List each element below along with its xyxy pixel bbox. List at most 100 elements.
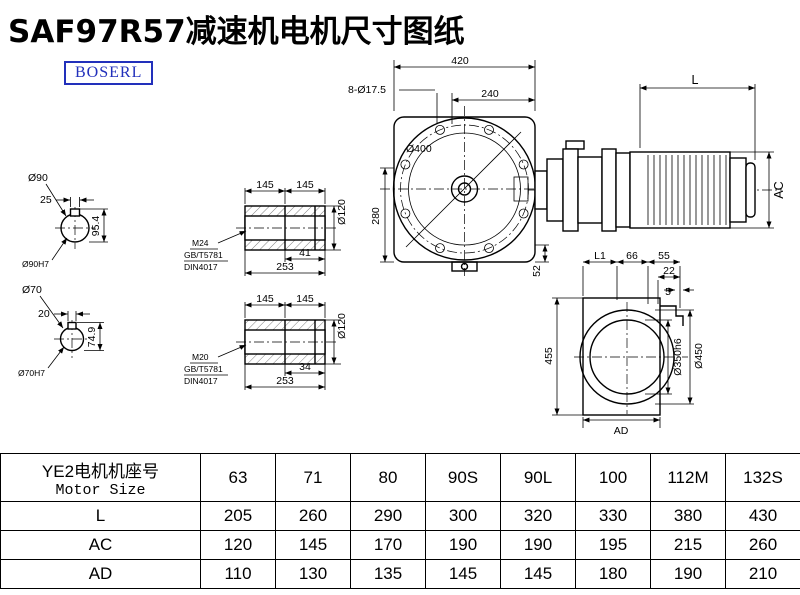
dim-m24-len1: 145 xyxy=(256,179,274,191)
table-cell: 320 xyxy=(500,501,576,531)
shaft-end-view-90: Ø90 25 95.4 Ø90H7 xyxy=(22,172,108,269)
dimension-table: YE2电机机座号 Motor Size 63 71 80 90S 90L 100… xyxy=(0,453,800,589)
table-cell: 205 xyxy=(200,501,276,531)
table-cell: 145 xyxy=(275,530,351,560)
row-label: AC xyxy=(0,530,201,560)
boserl-logo: BOSERL xyxy=(64,61,154,85)
dim-m24-depth: 41 xyxy=(299,247,311,259)
shaft-end-view-70: Ø70 20 74.9 Ø70H7 xyxy=(18,284,104,378)
flange-spigot-circle xyxy=(589,319,665,395)
dim-shaft70-key-height: 74.9 xyxy=(86,327,98,348)
dim-shaft70-key-width: 20 xyxy=(38,308,50,320)
dim-flange-width: AD xyxy=(614,425,629,437)
table-cell: 260 xyxy=(725,530,800,560)
bolt-hole xyxy=(435,124,445,135)
table-cell: 180 xyxy=(575,559,651,589)
bolt-hole xyxy=(400,159,411,170)
table-cell: 110 xyxy=(200,559,276,589)
shaft-90-keyway xyxy=(69,208,81,217)
dim-flange-55: 55 xyxy=(658,250,670,262)
bolt-hole xyxy=(518,159,529,170)
dim-m20-depth: 34 xyxy=(299,361,311,373)
col-header: 90L xyxy=(500,453,576,502)
col-header: 90S xyxy=(425,453,501,502)
dim-front-inner-width: 240 xyxy=(481,88,499,100)
dim-front-thickness: 52 xyxy=(531,265,543,277)
dim-flange-spigot: Ø350h6 xyxy=(672,338,684,376)
dim-flange-outer: Ø450 xyxy=(693,343,705,369)
col-header: 132S xyxy=(725,453,800,502)
dim-front-width: 420 xyxy=(451,55,469,67)
dim-m20-len2: 145 xyxy=(296,293,314,305)
table-cell: 145 xyxy=(425,559,501,589)
dim-m24-total: 253 xyxy=(276,261,294,273)
page-title: SAF97R57减速机电机尺寸图纸 xyxy=(8,14,465,50)
dim-m20-std1: GB/T5781 xyxy=(184,364,223,374)
col-header: 80 xyxy=(350,453,426,502)
motor-side-view: L AC xyxy=(528,73,786,232)
table-cell: 290 xyxy=(350,501,426,531)
dim-shaft70-diameter: Ø70 xyxy=(22,284,42,296)
row-label: L xyxy=(0,501,201,531)
dim-m20-diameter: Ø120 xyxy=(336,313,348,339)
dim-motor-height: AC xyxy=(772,181,786,198)
motor-size-header-cell: YE2电机机座号 Motor Size xyxy=(0,453,201,502)
hollow-shaft-view-m24: 145 145 Ø120 M24 GB/T5781 DIN4017 41 253 xyxy=(184,179,348,276)
table-cell: 120 xyxy=(200,530,276,560)
table-cell: 330 xyxy=(575,501,651,531)
bolt-hole xyxy=(484,124,494,135)
flange-outer-circle xyxy=(579,309,675,405)
table-cell: 190 xyxy=(650,559,726,589)
dim-flange-22: 22 xyxy=(663,265,675,277)
col-header: 63 xyxy=(200,453,276,502)
table-cell: 195 xyxy=(575,530,651,560)
table-cell: 430 xyxy=(725,501,800,531)
technical-drawing: Ø90 25 95.4 Ø90H7 Ø70 20 74.9 Ø70H7 xyxy=(18,55,786,437)
fan-cover xyxy=(745,162,756,218)
dim-m24-std1: GB/T5781 xyxy=(184,250,223,260)
dim-shaft70-bore: Ø70H7 xyxy=(18,368,45,378)
col-header: 112M xyxy=(650,453,726,502)
dim-m24-len2: 145 xyxy=(296,179,314,191)
dim-m24-std2: DIN4017 xyxy=(184,262,218,272)
table-cell: 210 xyxy=(725,559,800,589)
dim-flange-height: 455 xyxy=(543,347,555,365)
dim-m20-total: 253 xyxy=(276,375,294,387)
table-cell: 380 xyxy=(650,501,726,531)
col-header: 71 xyxy=(275,453,351,502)
dim-m20-std2: DIN4017 xyxy=(184,376,218,386)
dim-front-bolt-holes: 8-Ø17.5 xyxy=(348,84,386,96)
gearbox-front-view: 420 8-Ø17.5 240 Ø400 280 52 xyxy=(348,55,549,277)
flange-housing xyxy=(582,297,661,416)
table-cell: 170 xyxy=(350,530,426,560)
table-row-L: L 205 260 290 300 320 330 380 430 xyxy=(0,501,800,531)
dim-m20-len1: 145 xyxy=(256,293,274,305)
bolt-hole xyxy=(518,208,529,219)
table-cell: 145 xyxy=(500,559,576,589)
dim-m20-thread: M20 xyxy=(192,352,209,362)
hollow-shaft-view-m20: 145 145 Ø120 M20 GB/T5781 DIN4017 34 253 xyxy=(184,293,348,390)
table-cell: 260 xyxy=(275,501,351,531)
dim-shaft90-bore: Ø90H7 xyxy=(22,259,49,269)
motor-body xyxy=(629,151,731,229)
dim-flange-l1: L1 xyxy=(594,250,606,262)
table-cell: 190 xyxy=(500,530,576,560)
dim-front-height: 280 xyxy=(370,207,382,225)
dim-shaft90-key-height: 95.4 xyxy=(90,216,102,237)
dim-m24-diameter: Ø120 xyxy=(336,199,348,225)
table-cell: 135 xyxy=(350,559,426,589)
motor-size-label-cn: YE2电机机座号 xyxy=(41,461,160,481)
motor-size-label-en: Motor Size xyxy=(55,481,146,499)
dim-motor-length: L xyxy=(692,73,699,87)
table-header-row: YE2电机机座号 Motor Size 63 71 80 90S 90L 100… xyxy=(0,453,800,502)
table-cell: 190 xyxy=(425,530,501,560)
dim-m24-thread: M24 xyxy=(192,238,209,248)
bolt-hole xyxy=(435,243,445,254)
col-header: 100 xyxy=(575,453,651,502)
bolt-hole xyxy=(484,243,494,254)
dim-flange-66: 66 xyxy=(626,250,638,262)
row-label: AD xyxy=(0,559,201,589)
bolt-hole xyxy=(400,208,411,219)
table-row-AC: AC 120 145 170 190 190 195 215 260 xyxy=(0,530,800,560)
